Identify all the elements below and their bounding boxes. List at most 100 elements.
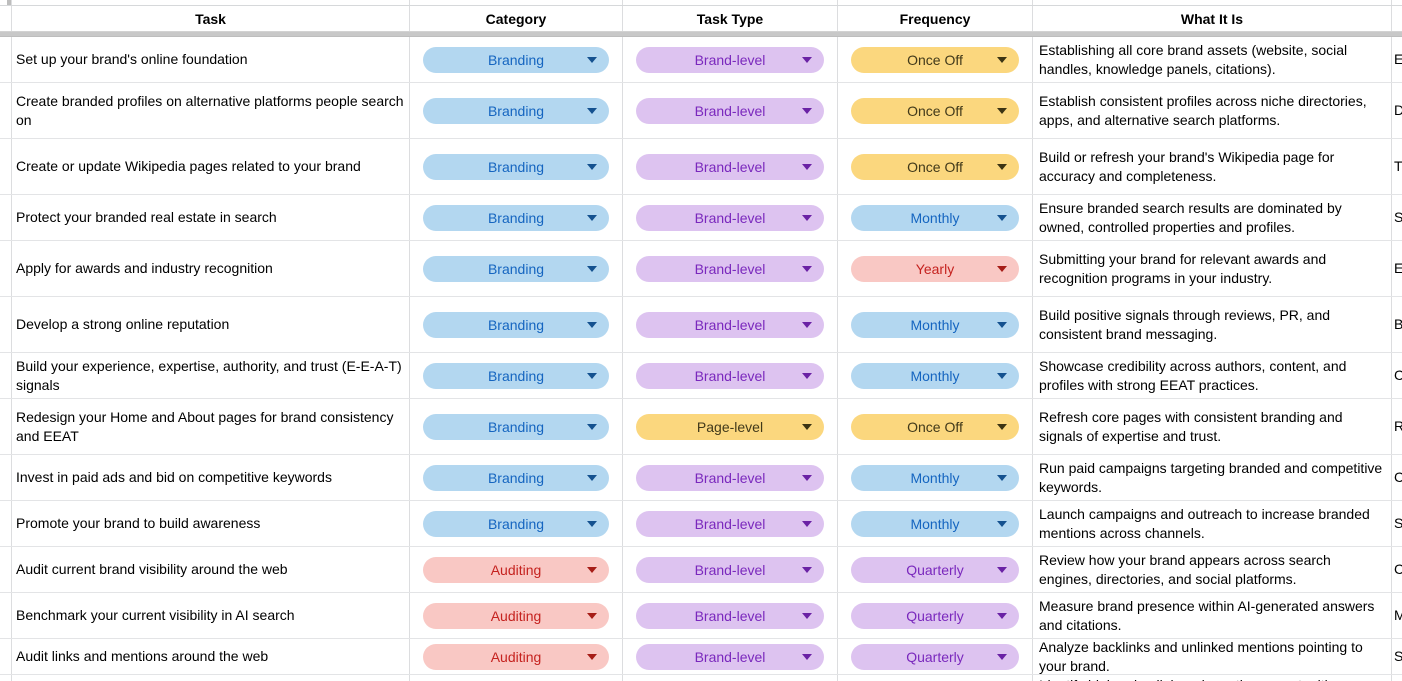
task-type-cell: Brand-level [623, 297, 838, 352]
what-it-is-cell[interactable]: Review how your brand appears across sea… [1033, 547, 1392, 592]
what-it-is-cell[interactable]: Launch campaigns and outreach to increas… [1033, 501, 1392, 546]
task-cell[interactable]: Build your experience, expertise, author… [12, 353, 410, 398]
category-dropdown-chip[interactable]: Branding [423, 510, 609, 537]
category-dropdown-chip[interactable]: Branding [423, 46, 609, 73]
task-type-dropdown-chip[interactable]: Brand-level [636, 153, 824, 180]
task-type-dropdown-chip[interactable]: Brand-level [636, 362, 824, 389]
task-type-cell: Brand-level [623, 195, 838, 240]
chip-label: Branding [487, 209, 545, 226]
task-cell[interactable]: Audit current brand visibility around th… [12, 547, 410, 592]
task-cell[interactable]: Set up your brand's online foundation [12, 37, 410, 82]
what-it-is-cell[interactable]: Refresh core pages with consistent brand… [1033, 399, 1392, 454]
category-cell: Branding [410, 195, 623, 240]
category-dropdown-chip[interactable]: Branding [423, 204, 609, 231]
task-cell[interactable]: Benchmark your current visibility in AI … [12, 593, 410, 638]
chevron-down-icon [587, 612, 597, 619]
clipped-column-cell: C [1392, 455, 1402, 500]
what-it-is-cell[interactable]: Establishing all core brand assets (webs… [1033, 37, 1392, 82]
what-it-is-text: Ensure branded search results are domina… [1039, 199, 1342, 235]
what-it-is-cell[interactable]: Ensure branded search results are domina… [1033, 195, 1392, 240]
task-cell[interactable]: Create branded profiles on alternative p… [12, 83, 410, 138]
chevron-down-icon [802, 163, 812, 170]
column-header-what-it-is[interactable]: What It Is [1033, 6, 1392, 31]
chevron-down-icon [802, 423, 812, 430]
task-cell[interactable]: Create or update Wikipedia pages related… [12, 139, 410, 194]
chip-label: Quarterly [906, 561, 964, 578]
gutter-cell [0, 37, 12, 82]
category-dropdown-chip[interactable]: Branding [423, 413, 609, 440]
chip-label: Once Off [907, 158, 963, 175]
category-dropdown-chip[interactable]: Auditing [423, 643, 609, 670]
gutter-cell [0, 139, 12, 194]
what-it-is-cell[interactable]: Submitting your brand for relevant award… [1033, 241, 1392, 296]
column-header-category[interactable]: Category [410, 6, 623, 31]
frequency-dropdown-chip[interactable]: Once Off [851, 46, 1019, 73]
category-cell: Branding [410, 455, 623, 500]
task-text: Set up your brand's online foundation [16, 51, 248, 67]
chevron-down-icon [587, 566, 597, 573]
category-dropdown-chip[interactable]: Branding [423, 153, 609, 180]
task-type-cell: Brand-level [623, 639, 838, 674]
frozen-row-divider[interactable] [0, 31, 1402, 37]
task-type-dropdown-chip[interactable]: Brand-level [636, 255, 824, 282]
frequency-dropdown-chip[interactable]: Monthly [851, 311, 1019, 338]
task-type-cell [623, 675, 838, 681]
column-header-task[interactable]: Task [12, 6, 410, 31]
task-cell[interactable]: Protect your branded real estate in sear… [12, 195, 410, 240]
task-type-dropdown-chip[interactable]: Brand-level [636, 464, 824, 491]
column-header-task-type[interactable]: Task Type [623, 6, 838, 31]
what-it-is-cell[interactable]: Identify high-value link and mention opp… [1033, 675, 1392, 681]
frequency-dropdown-chip[interactable]: Once Off [851, 153, 1019, 180]
task-cell[interactable]: Apply for awards and industry recognitio… [12, 241, 410, 296]
frequency-dropdown-chip[interactable]: Quarterly [851, 556, 1019, 583]
category-dropdown-chip[interactable]: Branding [423, 255, 609, 282]
frequency-dropdown-chip[interactable]: Yearly [851, 255, 1019, 282]
column-header-frequency[interactable]: Frequency [838, 6, 1033, 31]
task-cell[interactable]: Invest in paid ads and bid on competitiv… [12, 455, 410, 500]
what-it-is-cell[interactable]: Analyze backlinks and unlinked mentions … [1033, 639, 1392, 674]
what-it-is-cell[interactable]: Measure brand presence within AI-generat… [1033, 593, 1392, 638]
task-type-dropdown-chip[interactable]: Brand-level [636, 204, 824, 231]
frequency-dropdown-chip[interactable]: Quarterly [851, 602, 1019, 629]
frequency-dropdown-chip[interactable]: Once Off [851, 97, 1019, 124]
category-dropdown-chip[interactable]: Branding [423, 311, 609, 338]
task-cell[interactable] [12, 675, 410, 681]
column-header-clipped [1392, 6, 1402, 31]
frequency-dropdown-chip[interactable]: Monthly [851, 362, 1019, 389]
category-dropdown-chip[interactable]: Branding [423, 464, 609, 491]
task-type-dropdown-chip[interactable]: Brand-level [636, 311, 824, 338]
category-cell: Auditing [410, 547, 623, 592]
task-type-dropdown-chip[interactable]: Brand-level [636, 97, 824, 124]
frequency-dropdown-chip[interactable]: Once Off [851, 413, 1019, 440]
task-cell[interactable]: Redesign your Home and About pages for b… [12, 399, 410, 454]
frequency-dropdown-chip[interactable]: Monthly [851, 204, 1019, 231]
task-type-dropdown-chip[interactable]: Brand-level [636, 46, 824, 73]
category-dropdown-chip[interactable]: Auditing [423, 602, 609, 629]
task-type-dropdown-chip[interactable]: Brand-level [636, 510, 824, 537]
task-type-dropdown-chip[interactable]: Brand-level [636, 643, 824, 670]
frequency-dropdown-chip[interactable]: Quarterly [851, 643, 1019, 670]
what-it-is-cell[interactable]: Build positive signals through reviews, … [1033, 297, 1392, 352]
chip-label: Auditing [490, 561, 542, 578]
what-it-is-cell[interactable]: Showcase credibility across authors, con… [1033, 353, 1392, 398]
chevron-down-icon [587, 321, 597, 328]
task-cell[interactable]: Develop a strong online reputation [12, 297, 410, 352]
chevron-down-icon [802, 566, 812, 573]
task-type-dropdown-chip[interactable]: Page-level [636, 413, 824, 440]
category-dropdown-chip[interactable]: Branding [423, 97, 609, 124]
clipped-column-cell: B [1392, 297, 1402, 352]
what-it-is-cell[interactable]: Establish consistent profiles across nic… [1033, 83, 1392, 138]
category-dropdown-chip[interactable]: Auditing [423, 556, 609, 583]
what-it-is-cell[interactable]: Run paid campaigns targeting branded and… [1033, 455, 1392, 500]
what-it-is-cell[interactable]: Build or refresh your brand's Wikipedia … [1033, 139, 1392, 194]
chevron-down-icon [587, 520, 597, 527]
chip-label: Brand-level [694, 607, 766, 624]
category-dropdown-chip[interactable]: Branding [423, 362, 609, 389]
frequency-dropdown-chip[interactable]: Monthly [851, 464, 1019, 491]
task-type-dropdown-chip[interactable]: Brand-level [636, 556, 824, 583]
task-type-dropdown-chip[interactable]: Brand-level [636, 602, 824, 629]
task-cell[interactable]: Audit links and mentions around the web [12, 639, 410, 674]
chip-label: Page-level [696, 418, 764, 435]
task-cell[interactable]: Promote your brand to build awareness [12, 501, 410, 546]
frequency-dropdown-chip[interactable]: Monthly [851, 510, 1019, 537]
